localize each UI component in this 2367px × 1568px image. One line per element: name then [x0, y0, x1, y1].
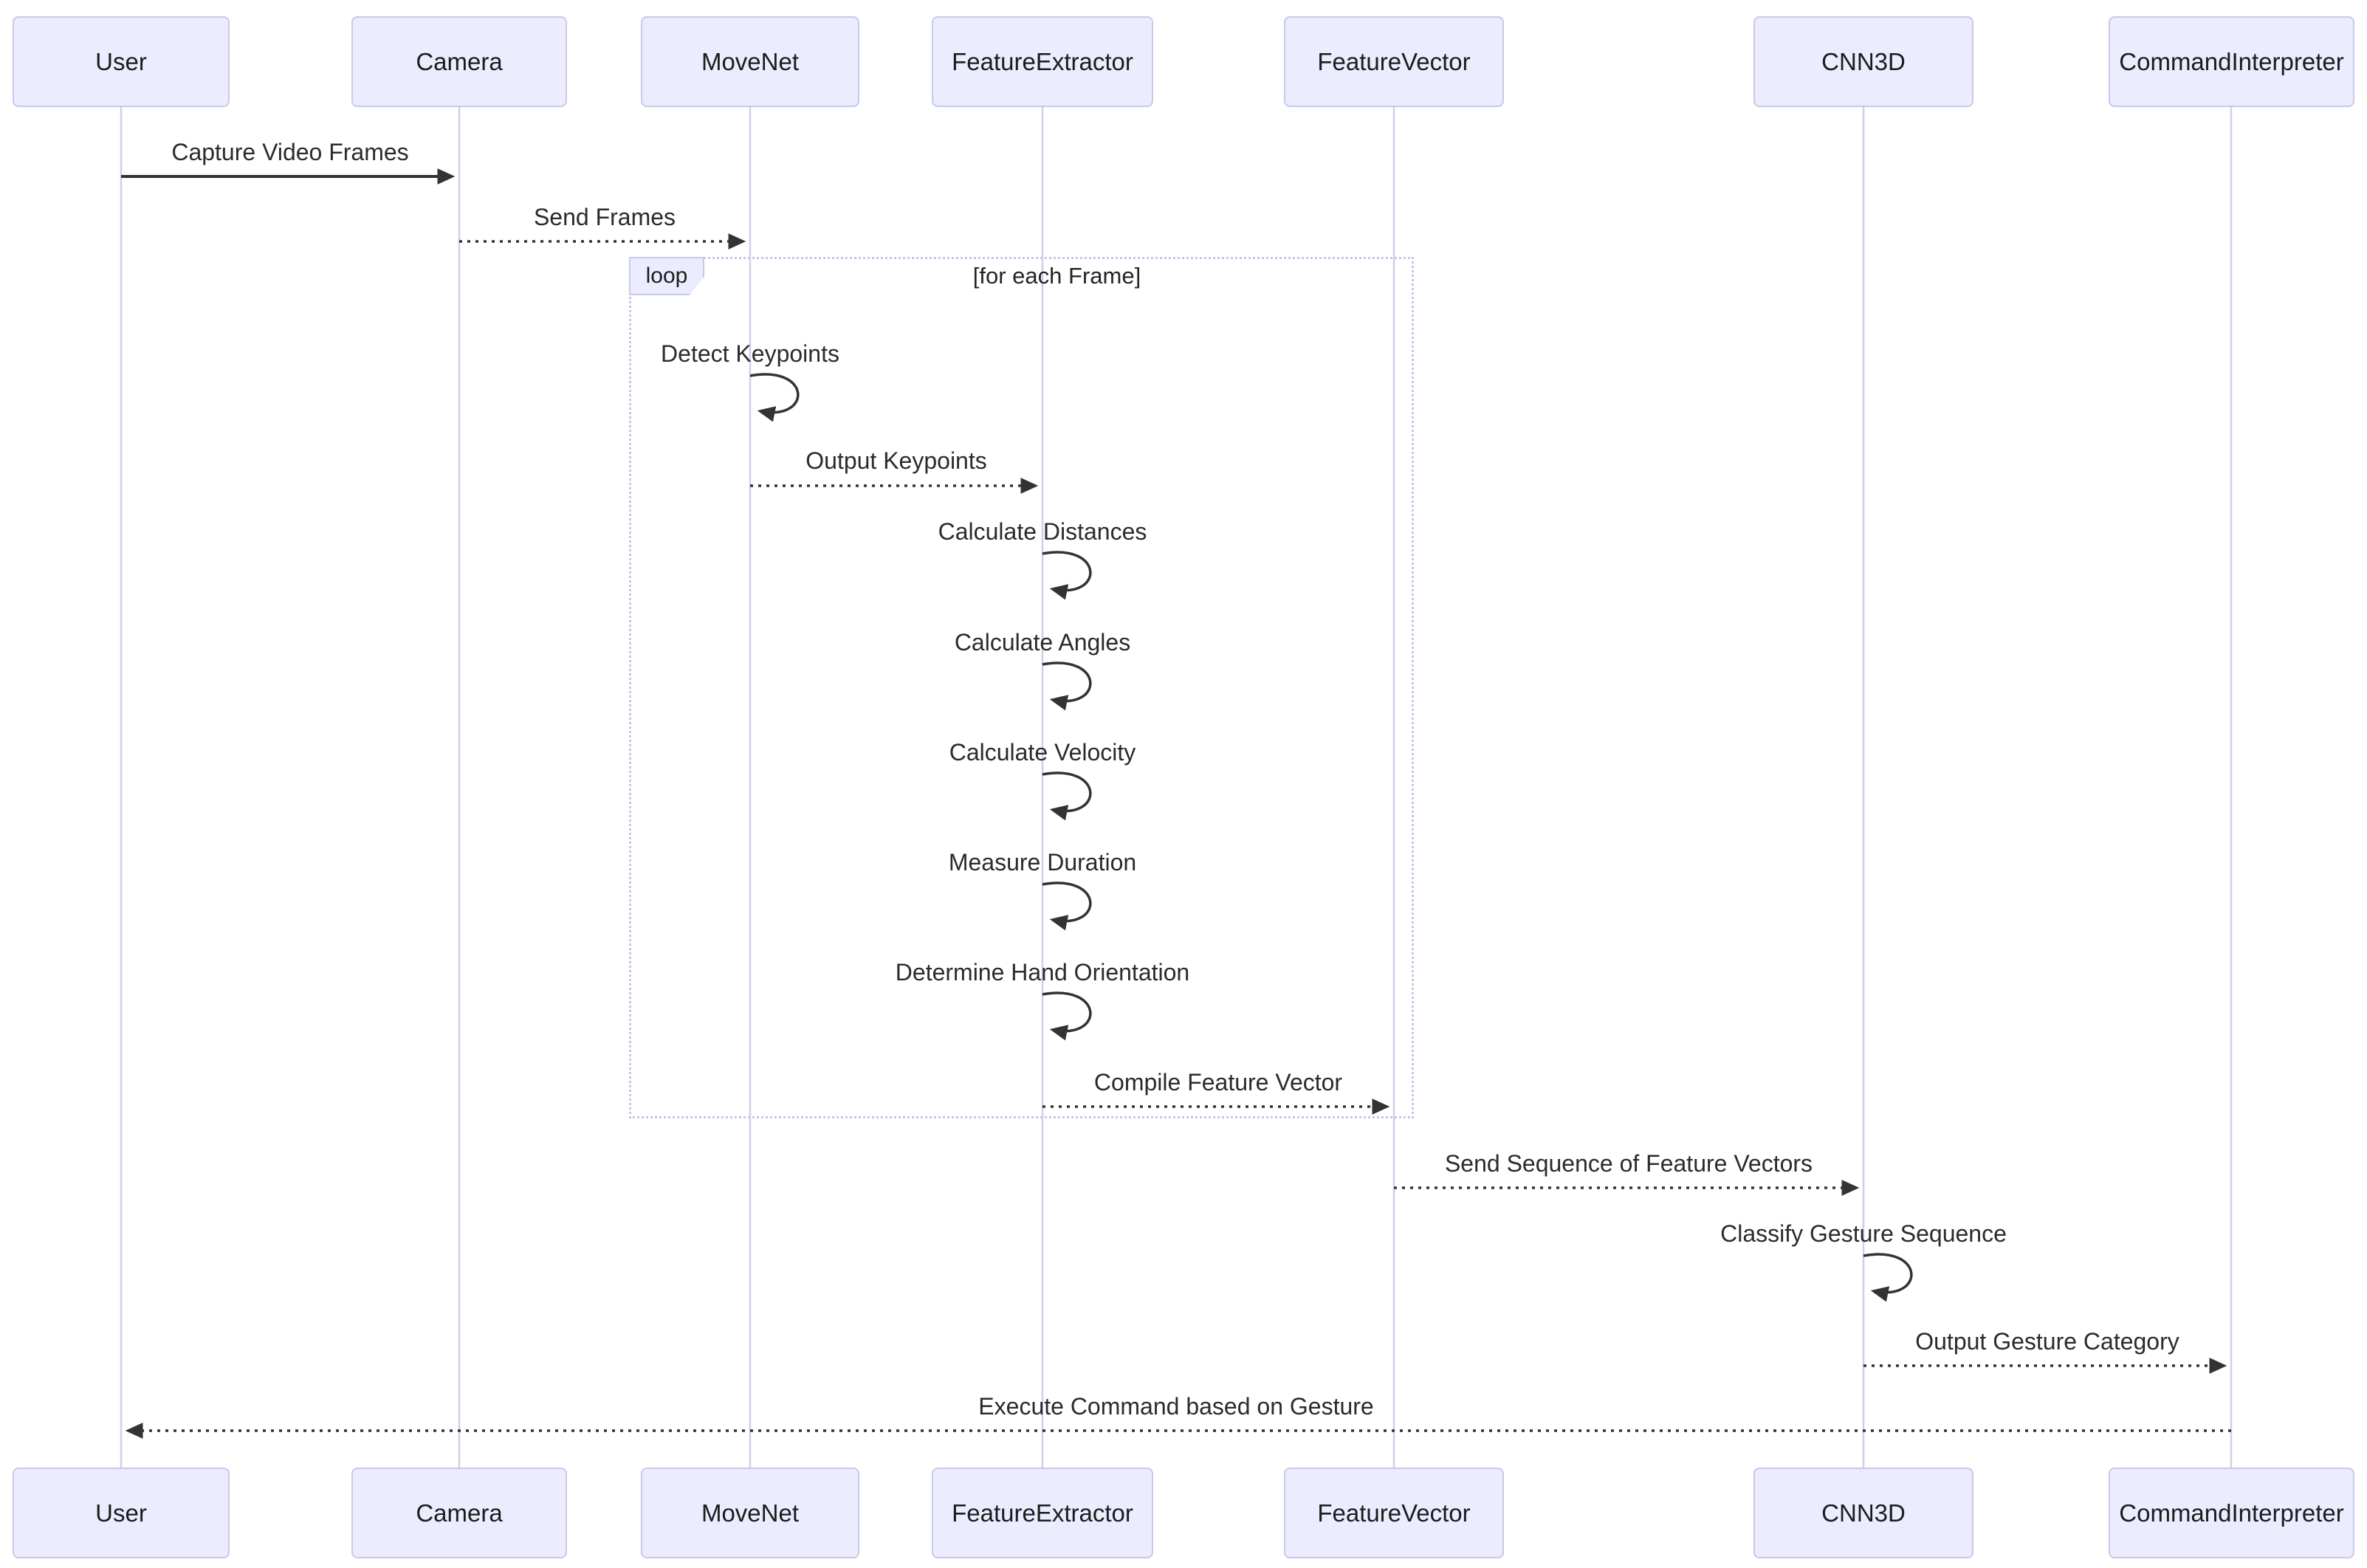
actor-top-featurevector: FeatureVector — [1284, 16, 1504, 107]
actor-top-camera: Camera — [351, 16, 567, 107]
arrow-calculate-angles-self — [1042, 661, 1092, 711]
actor-bottom-cnn3d: CNN3D — [1753, 1468, 1973, 1558]
message-label-send-frames: Send Frames — [533, 204, 676, 230]
message-label-output-keypoints: Output Keypoints — [805, 447, 987, 474]
arrow-measure-duration-self — [1042, 881, 1092, 931]
actor-bottom-featureextractor: FeatureExtractor — [932, 1468, 1153, 1558]
arrow-classify-gesture-sequence-self — [1863, 1253, 1913, 1302]
message-label-capture-video-frames: Capture Video Frames — [171, 139, 409, 165]
loop-label-tab: loop — [629, 257, 704, 295]
arrow-detect-keypoints-self — [749, 373, 800, 422]
message-label-calculate-angles: Calculate Angles — [954, 629, 1131, 656]
loop-frame — [629, 257, 1414, 1118]
arrow-determine-hand-orientation-self — [1042, 991, 1092, 1041]
message-label-detect-keypoints: Detect Keypoints — [661, 340, 839, 367]
loop-label: loop — [645, 264, 688, 288]
message-label-output-gesture-category: Output Gesture Category — [1915, 1328, 2179, 1355]
actor-top-commandinterpreter: CommandInterpreter — [2109, 16, 2354, 107]
message-label-determine-hand-orientation: Determine Hand Orientation — [895, 959, 1190, 986]
actor-bottom-movenet: MoveNet — [641, 1468, 859, 1558]
actor-bottom-featurevector: FeatureVector — [1284, 1468, 1504, 1558]
message-label-send-sequence-of-feature-vectors: Send Sequence of Feature Vectors — [1444, 1150, 1813, 1177]
message-label-compile-feature-vector: Compile Feature Vector — [1093, 1069, 1343, 1096]
actor-top-movenet: MoveNet — [641, 16, 859, 107]
arrow-calculate-distances-self — [1042, 551, 1092, 600]
actor-top-cnn3d: CNN3D — [1753, 16, 1973, 107]
message-label-classify-gesture-sequence: Classify Gesture Sequence — [1720, 1220, 2007, 1247]
actor-bottom-commandinterpreter: CommandInterpreter — [2109, 1468, 2354, 1558]
message-label-calculate-velocity: Calculate Velocity — [949, 739, 1136, 766]
actor-bottom-user: User — [13, 1468, 230, 1558]
actor-bottom-camera: Camera — [351, 1468, 567, 1558]
actor-top-user: User — [13, 16, 230, 107]
actor-top-featureextractor: FeatureExtractor — [932, 16, 1153, 107]
message-label-measure-duration: Measure Duration — [948, 849, 1137, 876]
arrow-calculate-velocity-self — [1042, 771, 1092, 821]
message-label-calculate-distances: Calculate Distances — [938, 518, 1147, 545]
message-label-execute-command-based-on-gesture: Execute Command based on Gesture — [978, 1393, 1374, 1420]
loop-condition: [for each Frame] — [972, 263, 1141, 289]
